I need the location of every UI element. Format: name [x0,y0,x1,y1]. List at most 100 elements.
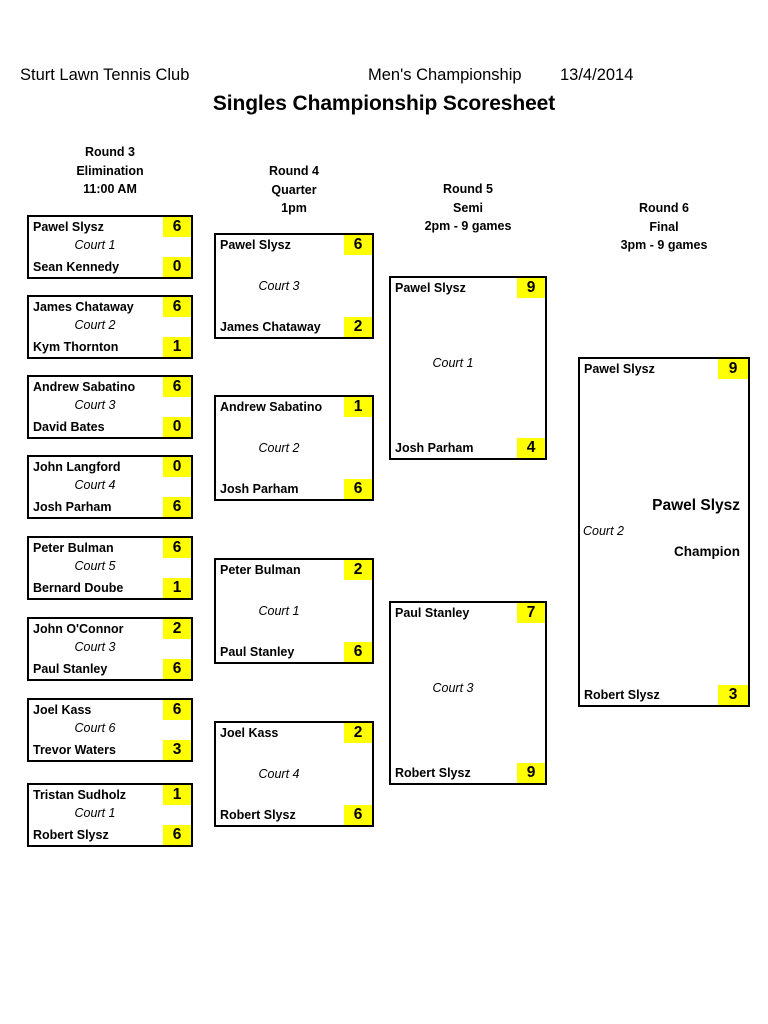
round-heading-5-stage: Semi [453,200,483,215]
round-heading-6: Round 6 Final 3pm - 9 games [578,199,750,255]
player-name: Tristan Sudholz [33,788,127,802]
round-heading-4-name: Round 4 [269,164,319,178]
player-name: Paul Stanley [220,645,295,659]
player-score[interactable]: 2 [344,317,372,337]
court-label: Court 4 [258,767,300,781]
player-score[interactable]: 7 [517,603,545,623]
match-box-r3-2[interactable]: James Chataway 6 Court 2 Kym Thornton 1 [27,295,193,359]
court-label: Court 1 [74,806,116,820]
player-score[interactable]: 2 [344,560,372,580]
match-box-r4-4[interactable]: Joel Kass 2 Court 4 Robert Slysz 6 [214,721,374,827]
match-slot-bottom: Robert Slysz 9 [391,763,545,783]
player-score[interactable]: 9 [718,359,748,379]
player-name: Trevor Waters [33,743,116,757]
match-slot-top: Joel Kass 2 [216,723,372,743]
player-name: Kym Thornton [33,340,119,354]
player-score[interactable]: 2 [163,619,191,639]
round-heading-3-stage: Elimination [76,163,144,178]
match-box-r4-2[interactable]: Andrew Sabatino 1 Court 2 Josh Parham 6 [214,395,374,501]
round-heading-5: Round 5 Semi 2pm - 9 games [389,180,547,236]
match-slot-bottom: Sean Kennedy 0 [29,257,191,277]
match-box-r5-2[interactable]: Paul Stanley 7 Court 3 Robert Slysz 9 [389,601,547,785]
player-score[interactable]: 6 [344,235,372,255]
player-score[interactable]: 1 [163,785,191,805]
player-score[interactable]: 0 [163,457,191,477]
player-name: Andrew Sabatino [220,400,323,414]
player-score[interactable]: 2 [344,723,372,743]
player-name: Andrew Sabatino [33,380,136,394]
match-slot-bottom: Paul Stanley 6 [216,642,372,662]
round-heading-6-time: 3pm - 9 games [620,238,708,252]
player-score[interactable]: 6 [163,700,191,720]
match-slot-top: Joel Kass 6 [29,700,191,720]
player-score[interactable]: 3 [718,685,748,705]
player-name: Peter Bulman [33,541,114,555]
match-box-r3-4[interactable]: John Langford 0 Court 4 Josh Parham 6 [27,455,193,519]
player-name: Robert Slysz [220,808,296,822]
player-name: Sean Kennedy [33,260,120,274]
player-score[interactable]: 1 [163,578,191,598]
match-box-r3-6[interactable]: John O'Connor 2 Court 3 Paul Stanley 6 [27,617,193,681]
player-score[interactable]: 6 [163,297,191,317]
match-slot-bottom: Trevor Waters 3 [29,740,191,760]
match-slot-bottom: Josh Parham 6 [29,497,191,517]
match-box-r3-5[interactable]: Peter Bulman 6 Court 5 Bernard Doube 1 [27,536,193,600]
player-score[interactable]: 4 [517,438,545,458]
court-label: Court 2 [258,441,300,455]
court-label: Court 3 [258,279,300,293]
player-score[interactable]: 0 [163,417,191,437]
court-label: Court 4 [74,478,116,492]
match-slot-bottom: Josh Parham 4 [391,438,545,458]
round-heading-6-stage: Final [649,219,679,234]
match-slot-bottom: Robert Slysz 3 [580,685,748,705]
match-slot-top: James Chataway 6 [29,297,191,317]
round-heading-4-time: 1pm [281,201,307,215]
player-score[interactable]: 0 [163,257,191,277]
player-name: Pawel Slysz [584,362,655,376]
player-score[interactable]: 6 [344,642,372,662]
match-box-r3-8[interactable]: Tristan Sudholz 1 Court 1 Robert Slysz 6 [27,783,193,847]
player-score[interactable]: 6 [163,825,191,845]
round-heading-6-name: Round 6 [639,201,689,215]
player-name: Paul Stanley [395,606,470,620]
round-heading-3-time: 11:00 AM [83,182,137,196]
page-title: Singles Championship Scoresheet [212,92,556,115]
player-score[interactable]: 6 [344,479,372,499]
player-name: James Chataway [33,300,134,314]
player-name: John O'Connor [33,622,124,636]
player-score[interactable]: 1 [163,337,191,357]
match-box-r3-7[interactable]: Joel Kass 6 Court 6 Trevor Waters 3 [27,698,193,762]
round-heading-4: Round 4 Quarter 1pm [214,162,374,218]
player-name: Paul Stanley [33,662,108,676]
match-box-r6-final[interactable]: Pawel Slysz 9 Pawel Slysz Court 2 Champi… [578,357,750,707]
player-name: Bernard Doube [33,581,124,595]
match-box-r5-1[interactable]: Pawel Slysz 9 Court 1 Josh Parham 4 [389,276,547,460]
match-slot-top: Pawel Slysz 9 [391,278,545,298]
match-box-r3-3[interactable]: Andrew Sabatino 6 Court 3 David Bates 0 [27,375,193,439]
player-score[interactable]: 6 [163,377,191,397]
event-date: 13/4/2014 [560,66,634,84]
player-score[interactable]: 6 [163,497,191,517]
match-slot-top: John O'Connor 2 [29,619,191,639]
court-label: Court 3 [74,398,116,412]
player-score[interactable]: 6 [163,659,191,679]
court-label: Court 1 [74,238,116,252]
player-score[interactable]: 1 [344,397,372,417]
player-score[interactable]: 3 [163,740,191,760]
club-name: Sturt Lawn Tennis Club [20,66,190,84]
player-name: Joel Kass [33,703,92,717]
court-label: Court 5 [74,559,116,573]
player-score[interactable]: 9 [517,278,545,298]
round-heading-4-stage: Quarter [271,182,317,197]
match-box-r3-1[interactable]: Pawel Slysz 6 Court 1 Sean Kennedy 0 [27,215,193,279]
player-score[interactable]: 6 [163,217,191,237]
player-name: David Bates [33,420,105,434]
match-box-r4-1[interactable]: Pawel Slysz 6 Court 3 James Chataway 2 [214,233,374,339]
player-score[interactable]: 6 [344,805,372,825]
player-score[interactable]: 6 [163,538,191,558]
match-slot-bottom: David Bates 0 [29,417,191,437]
match-box-r4-3[interactable]: Peter Bulman 2 Court 1 Paul Stanley 6 [214,558,374,664]
player-score[interactable]: 9 [517,763,545,783]
match-slot-bottom: Robert Slysz 6 [216,805,372,825]
match-slot-top: Andrew Sabatino 1 [216,397,372,417]
